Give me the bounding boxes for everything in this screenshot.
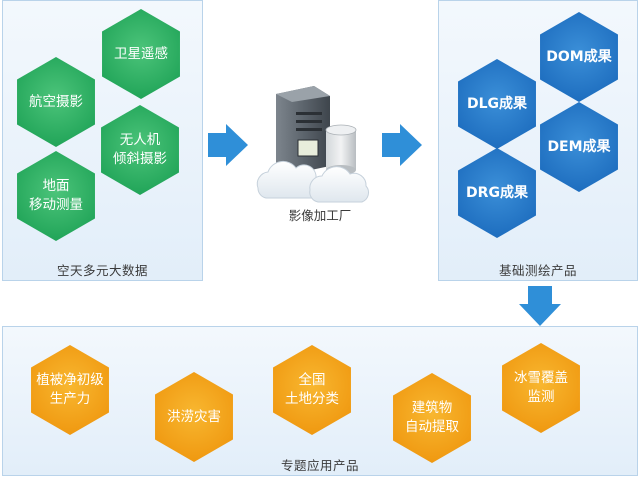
thematic-products-panel: 植被净初级 生产力 洪涝灾害 全国 土地分类 建筑物 自动提取 冰雪覆盖 监测 … — [2, 326, 638, 476]
hex-building-auto-extraction: 建筑物 自动提取 — [393, 373, 471, 463]
hex-dom-result: DOM成果 — [540, 12, 618, 102]
hex-drg-result: DRG成果 — [458, 148, 536, 238]
hex-satellite-remote-sensing: 卫星遥感 — [102, 9, 180, 99]
hex-vegetation-npp: 植被净初级 生产力 — [31, 345, 109, 435]
source-panel-caption: 空天多元大数据 — [56, 263, 148, 278]
hex-dlg-result: DLG成果 — [458, 59, 536, 149]
base-panel-caption: 基础测绘产品 — [498, 263, 577, 278]
hex-uav-oblique-photography: 无人机 倾斜摄影 — [101, 105, 179, 195]
source-data-panel: 卫星遥感 航空摄影 无人机 倾斜摄影 地面 移动测量 空天多元大数据 — [2, 0, 203, 281]
arrow-right-icon — [208, 124, 248, 166]
hex-flood-disaster: 洪涝灾害 — [155, 372, 233, 462]
thematic-panel-caption: 专题应用产品 — [280, 458, 359, 473]
image-factory-caption: 影像加工厂 — [288, 208, 352, 223]
hex-snow-ice-monitoring: 冰雪覆盖 监测 — [502, 343, 580, 433]
hex-national-land-classification: 全国 土地分类 — [273, 345, 351, 435]
hex-aerial-photography: 航空摄影 — [17, 57, 95, 147]
server-cloud-icon — [256, 86, 370, 203]
hex-ground-mobile-mapping: 地面 移动测量 — [17, 151, 95, 241]
base-products-panel: DOM成果 DLG成果 DEM成果 DRG成果 基础测绘产品 — [438, 0, 638, 281]
hex-dem-result: DEM成果 — [540, 102, 618, 192]
arrow-down-icon — [519, 286, 561, 326]
arrow-right-icon — [382, 124, 422, 166]
